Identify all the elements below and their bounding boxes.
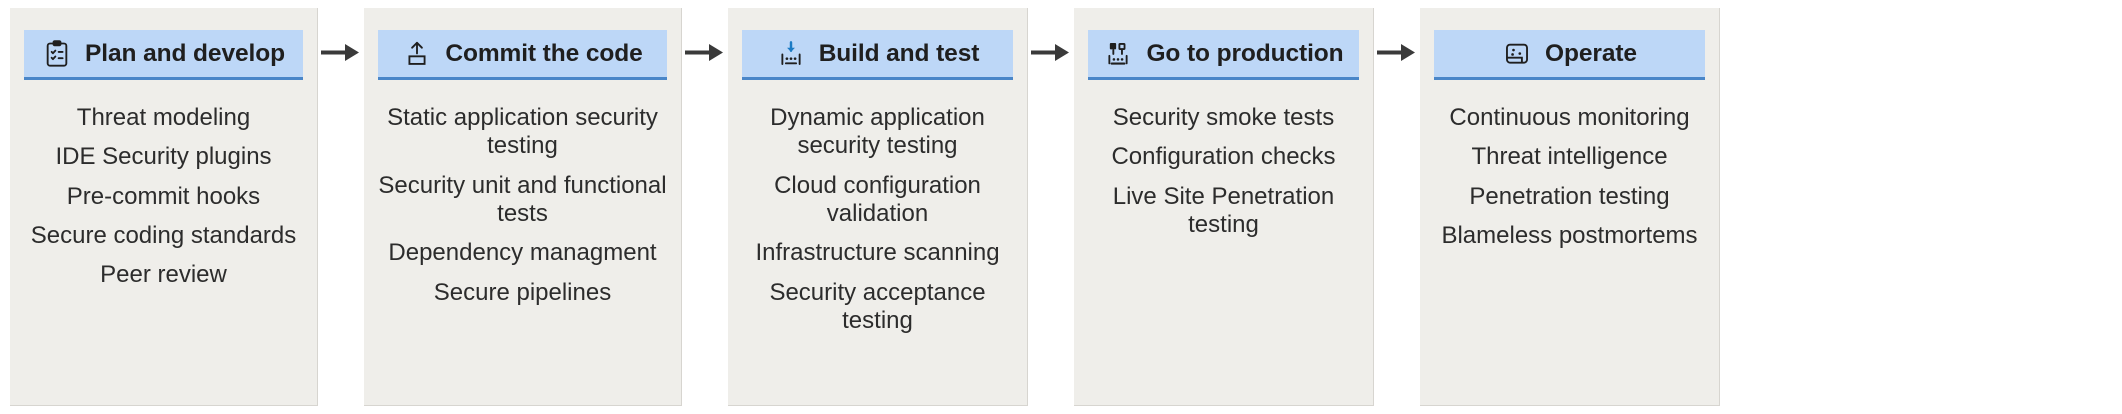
stage-item: Static application security testing	[387, 104, 658, 160]
stage-items-plan-and-develop: Threat modeling IDE Security plugins Pre…	[24, 104, 303, 301]
stage-header-build-and-test[interactable]: Build and test	[742, 30, 1013, 80]
stage-header-operate[interactable]: Operate	[1434, 30, 1705, 80]
stage-items-go-to-production: Security smoke tests Configuration check…	[1088, 104, 1359, 250]
connector-arrow-3	[1028, 8, 1074, 406]
connector-arrow-1	[318, 8, 364, 406]
clipboard-checklist-icon	[42, 39, 72, 69]
stage-item: Peer review	[100, 261, 227, 289]
stage-item: Penetration testing	[1469, 182, 1670, 210]
stage-header-commit-the-code[interactable]: Commit the code	[378, 30, 667, 80]
stage-item: Live Site Penetration testing	[1112, 182, 1335, 238]
stage-item: Threat modeling	[76, 104, 251, 131]
stage-item: Security unit and functional tests	[378, 171, 667, 227]
monitor-dashboard-dots-icon	[1502, 39, 1532, 69]
stage-operate[interactable]: Operate Continuous monitoring Threat int…	[1420, 8, 1720, 406]
stage-plan-and-develop[interactable]: Plan and develop Threat modeling IDE Sec…	[10, 8, 318, 406]
stage-title: Build and test	[818, 39, 980, 67]
build-install-arrow-down-icon	[776, 39, 806, 69]
connector-arrow-4	[1374, 8, 1420, 406]
stage-item: Secure pipelines	[433, 278, 612, 306]
stage-item: Configuration checks	[1111, 143, 1336, 171]
stage-title: Commit the code	[445, 39, 643, 67]
stage-item: Blameless postmortems	[1441, 221, 1698, 249]
connector-arrow-2	[682, 8, 728, 406]
stage-item: Dynamic application security testing	[770, 104, 985, 160]
stage-item: Infrastructure scanning	[755, 239, 1000, 267]
stage-go-to-production[interactable]: Go to production Security smoke tests Co…	[1074, 8, 1374, 406]
stage-items-build-and-test: Dynamic application security testing Clo…	[742, 104, 1013, 346]
stage-header-plan-and-develop[interactable]: Plan and develop	[24, 30, 303, 80]
stage-item: Security smoke tests	[1112, 104, 1335, 131]
upload-commit-icon	[402, 39, 432, 69]
stage-item: Continuous monitoring	[1449, 104, 1690, 131]
stage-item: Threat intelligence	[1471, 143, 1668, 171]
stage-item: Pre-commit hooks	[66, 182, 261, 210]
stage-title: Go to production	[1146, 39, 1344, 67]
stage-header-go-to-production[interactable]: Go to production	[1088, 30, 1359, 80]
stage-build-and-test[interactable]: Build and test Dynamic application secur…	[728, 8, 1028, 406]
stage-commit-the-code[interactable]: Commit the code Static application secur…	[364, 8, 682, 406]
stage-title: Plan and develop	[85, 39, 285, 67]
stage-items-commit-the-code: Static application security testing Secu…	[378, 104, 667, 318]
stage-item: Dependency managment	[388, 239, 657, 267]
stage-title: Operate	[1545, 39, 1637, 67]
deployment-conveyor-icon	[1103, 39, 1133, 69]
stage-item: Cloud configuration validation	[774, 171, 981, 227]
stage-item: Secure coding standards	[30, 221, 297, 249]
stage-items-operate: Continuous monitoring Threat intelligenc…	[1434, 104, 1705, 261]
stage-item: Security acceptance testing	[769, 278, 986, 334]
stage-item: IDE Security plugins	[55, 143, 272, 171]
